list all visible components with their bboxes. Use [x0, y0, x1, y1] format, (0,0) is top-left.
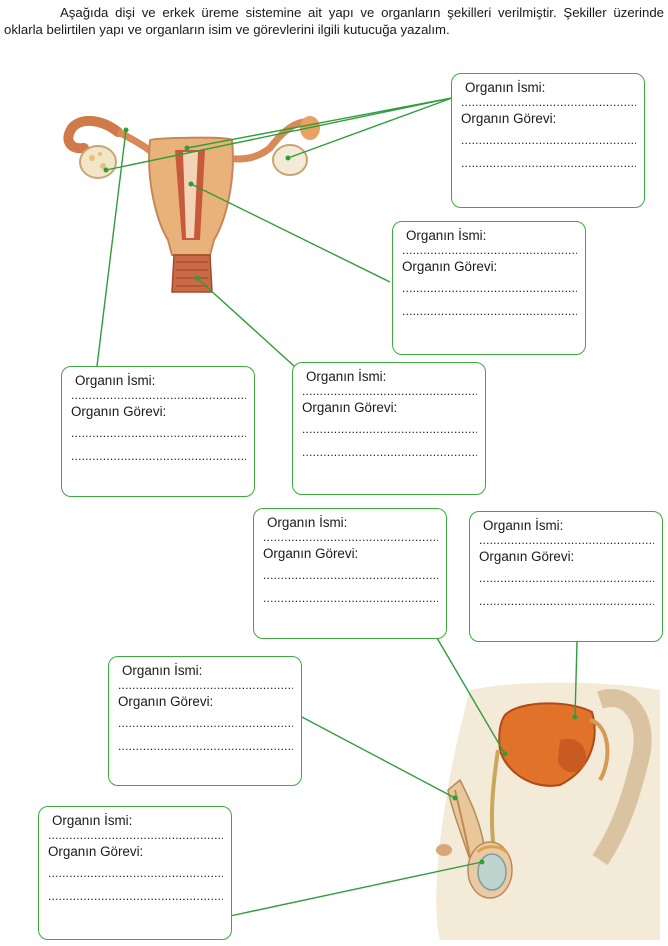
- female-reproductive-system-figure: [63, 116, 320, 293]
- leader-line-uterus-wall: [186, 97, 453, 149]
- answer-box-male-2[interactable]: Organın İsmi: ..........................…: [469, 511, 663, 642]
- organ-name-answer-line[interactable]: ........................................…: [461, 95, 636, 109]
- organ-name-label: Organın İsmi:: [465, 80, 546, 95]
- organ-name-label: Organın İsmi:: [267, 515, 348, 530]
- organ-function-answer-line-2[interactable]: ........................................…: [479, 594, 654, 608]
- male-reproductive-system-figure: [436, 682, 660, 940]
- organ-name-label: Organın İsmi:: [75, 373, 156, 388]
- answer-box-male-3[interactable]: Organın İsmi: ..........................…: [108, 656, 302, 786]
- organ-name-answer-line[interactable]: ........................................…: [479, 533, 654, 547]
- answer-box-female-4[interactable]: Organın İsmi: ..........................…: [292, 362, 486, 495]
- organ-function-label: Organın Görevi:: [118, 694, 214, 709]
- instruction-body: Aşağıda dişi ve erkek üreme sistemine ai…: [4, 5, 664, 37]
- organ-function-answer-line-1[interactable]: ........................................…: [461, 133, 636, 147]
- leader-line-uterus: [190, 183, 391, 283]
- answer-box-female-3[interactable]: Organın İsmi: ..........................…: [61, 366, 255, 497]
- instruction-text: Aşağıda dişi ve erkek üreme sistemine ai…: [4, 4, 664, 38]
- organ-name-answer-line[interactable]: ........................................…: [302, 384, 477, 398]
- organ-function-answer-line-2[interactable]: ........................................…: [302, 445, 477, 459]
- answer-box-male-4[interactable]: Organın İsmi: ..........................…: [38, 806, 232, 940]
- organ-name-answer-line[interactable]: ........................................…: [118, 678, 293, 692]
- organ-function-answer-line-2[interactable]: ........................................…: [263, 591, 438, 605]
- organ-function-label: Organın Görevi:: [402, 259, 498, 274]
- organ-function-label: Organın Görevi:: [302, 400, 398, 415]
- leader-line-left-ovary: [105, 97, 453, 171]
- organ-function-answer-line-1[interactable]: ........................................…: [118, 716, 293, 730]
- organ-name-label: Organın İsmi:: [306, 369, 387, 384]
- organ-function-label: Organın Görevi:: [479, 549, 575, 564]
- organ-function-answer-line-1[interactable]: ........................................…: [402, 281, 577, 295]
- answer-box-female-2[interactable]: Organın İsmi: ..........................…: [392, 221, 586, 355]
- leader-line-right-ovary: [287, 97, 453, 159]
- answer-box-male-1[interactable]: Organın İsmi: ..........................…: [253, 508, 447, 639]
- organ-name-label: Organın İsmi:: [122, 663, 203, 678]
- organ-name-answer-line[interactable]: ........................................…: [48, 828, 223, 842]
- leader-line-fallopian-tube: [96, 129, 127, 367]
- organ-name-answer-line[interactable]: ........................................…: [71, 388, 246, 402]
- organ-name-label: Organın İsmi:: [52, 813, 133, 828]
- organ-function-label: Organın Görevi:: [71, 404, 167, 419]
- organ-function-label: Organın Görevi:: [263, 546, 359, 561]
- organ-function-answer-line-1[interactable]: ........................................…: [479, 571, 654, 585]
- organ-function-answer-line-2[interactable]: ........................................…: [48, 889, 223, 903]
- leader-line-seminal: [436, 637, 506, 755]
- organ-function-answer-line-1[interactable]: ........................................…: [263, 568, 438, 582]
- organ-function-answer-line-2[interactable]: ........................................…: [118, 739, 293, 753]
- organ-name-label: Organın İsmi:: [483, 518, 564, 533]
- organ-function-answer-line-1[interactable]: ........................................…: [48, 866, 223, 880]
- organ-function-label: Organın Görevi:: [461, 111, 557, 126]
- organ-name-label: Organın İsmi:: [406, 228, 487, 243]
- leader-line-penis: [299, 715, 456, 799]
- organ-name-answer-line[interactable]: ........................................…: [263, 530, 438, 544]
- organ-name-answer-line[interactable]: ........................................…: [402, 243, 577, 257]
- leader-line-testis: [229, 861, 483, 917]
- organ-function-label: Organın Görevi:: [48, 844, 144, 859]
- organ-function-answer-line-2[interactable]: ........................................…: [402, 304, 577, 318]
- answer-box-female-1[interactable]: Organın İsmi: ..........................…: [451, 73, 645, 208]
- leader-line-bladder: [574, 641, 578, 718]
- leader-line-vagina: [196, 277, 295, 367]
- organ-function-answer-line-2[interactable]: ........................................…: [71, 449, 246, 463]
- organ-function-answer-line-1[interactable]: ........................................…: [71, 426, 246, 440]
- organ-function-answer-line-1[interactable]: ........................................…: [302, 422, 477, 436]
- organ-function-answer-line-2[interactable]: ........................................…: [461, 156, 636, 170]
